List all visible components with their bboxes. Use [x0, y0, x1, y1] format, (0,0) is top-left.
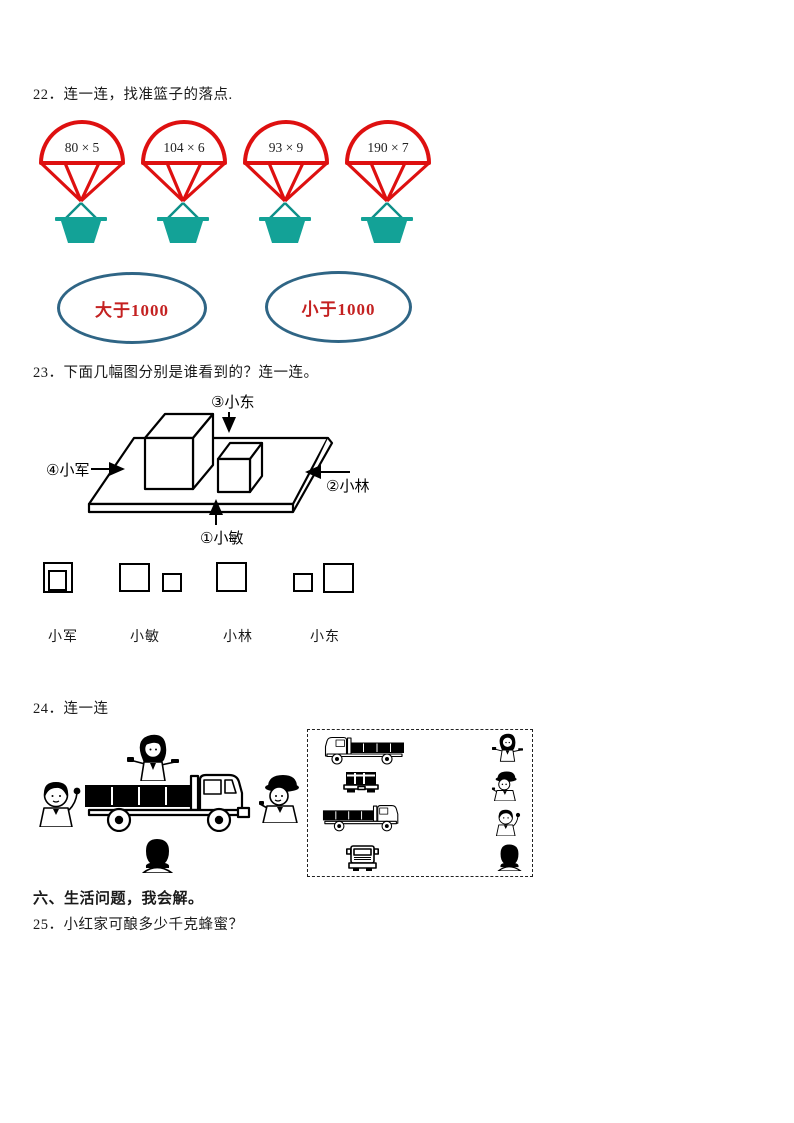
viewer-left-label[interactable]: ④小军 [46, 462, 89, 479]
view-option-big-left-square[interactable] [119, 563, 150, 592]
view-option-small-right-square[interactable] [162, 573, 182, 592]
truck-main-icon [85, 773, 251, 832]
inner-square [48, 570, 67, 591]
basket-icon [55, 217, 107, 243]
small-cube-icon [216, 441, 264, 494]
basket-icon [259, 217, 311, 243]
q25-title: 25．小红家可酿多少千克蜂蜜？ [33, 917, 244, 933]
parachute-3-icon[interactable]: 93 × 9 [236, 119, 336, 247]
parachute-4-label: 190 × 7 [367, 140, 409, 155]
target-oval-greater-label: 大于1000 [95, 300, 169, 320]
target-oval-greater[interactable]: 大于1000 [57, 272, 207, 344]
boy-hat-pointing-icon[interactable] [259, 771, 303, 823]
truck-front-icon[interactable] [346, 844, 379, 872]
target-oval-less-label: 小于1000 [301, 299, 376, 319]
q24-title: 24．连一连 [33, 701, 109, 717]
girl-back-small-icon[interactable] [497, 843, 522, 871]
answer-name-4[interactable]: 小东 [310, 630, 340, 645]
girl-arms-out-icon[interactable] [127, 733, 179, 781]
viewer-bottom-label[interactable]: ①小敏 [200, 530, 243, 547]
parachute-3-label: 93 × 9 [269, 140, 304, 155]
truck-rear-icon[interactable] [342, 771, 380, 793]
viewer-right-label[interactable]: ②小林 [326, 478, 369, 495]
truck-side-right-icon[interactable] [322, 803, 404, 832]
view-option-small-left-square[interactable] [293, 573, 313, 592]
truck-side-left-icon[interactable] [318, 735, 406, 765]
view-option-big-right-square[interactable] [323, 563, 354, 593]
boy-waving-small-icon[interactable] [492, 808, 523, 836]
view-option-nested-squares[interactable] [43, 562, 73, 593]
boy-hat-small-icon[interactable] [491, 769, 520, 801]
parachute-4-icon[interactable]: 190 × 7 [338, 119, 438, 247]
cube-platform-diagram: ③小东 ④小军 ②小林 ①小敏 [46, 394, 369, 547]
girl-back-view-icon[interactable] [142, 837, 173, 873]
boy-waving-icon[interactable] [36, 779, 82, 827]
parachute-2-icon[interactable]: 104 × 6 [134, 119, 234, 247]
view-option-single-square[interactable] [216, 562, 247, 592]
q22-title: 22．连一连，找准篮子的落点. [33, 87, 233, 103]
girl-arms-out-small-icon[interactable] [492, 732, 523, 762]
parachute-2-label: 104 × 6 [163, 140, 205, 155]
viewer-top-label[interactable]: ③小东 [211, 394, 254, 411]
section6-title: 六、生活问题，我会解。 [33, 891, 204, 907]
target-oval-less[interactable]: 小于1000 [265, 271, 412, 343]
answer-name-2[interactable]: 小敏 [130, 630, 160, 645]
parachute-1-label: 80 × 5 [65, 140, 100, 155]
answer-name-1[interactable]: 小军 [48, 630, 78, 645]
basket-icon [361, 217, 413, 243]
answer-name-3[interactable]: 小林 [223, 630, 253, 645]
basket-icon [157, 217, 209, 243]
parachute-1-icon[interactable]: 80 × 5 [32, 119, 132, 247]
q23-title: 23．下面几幅图分别是谁看到的？连一连。 [33, 365, 319, 381]
big-cube-icon [143, 412, 215, 491]
